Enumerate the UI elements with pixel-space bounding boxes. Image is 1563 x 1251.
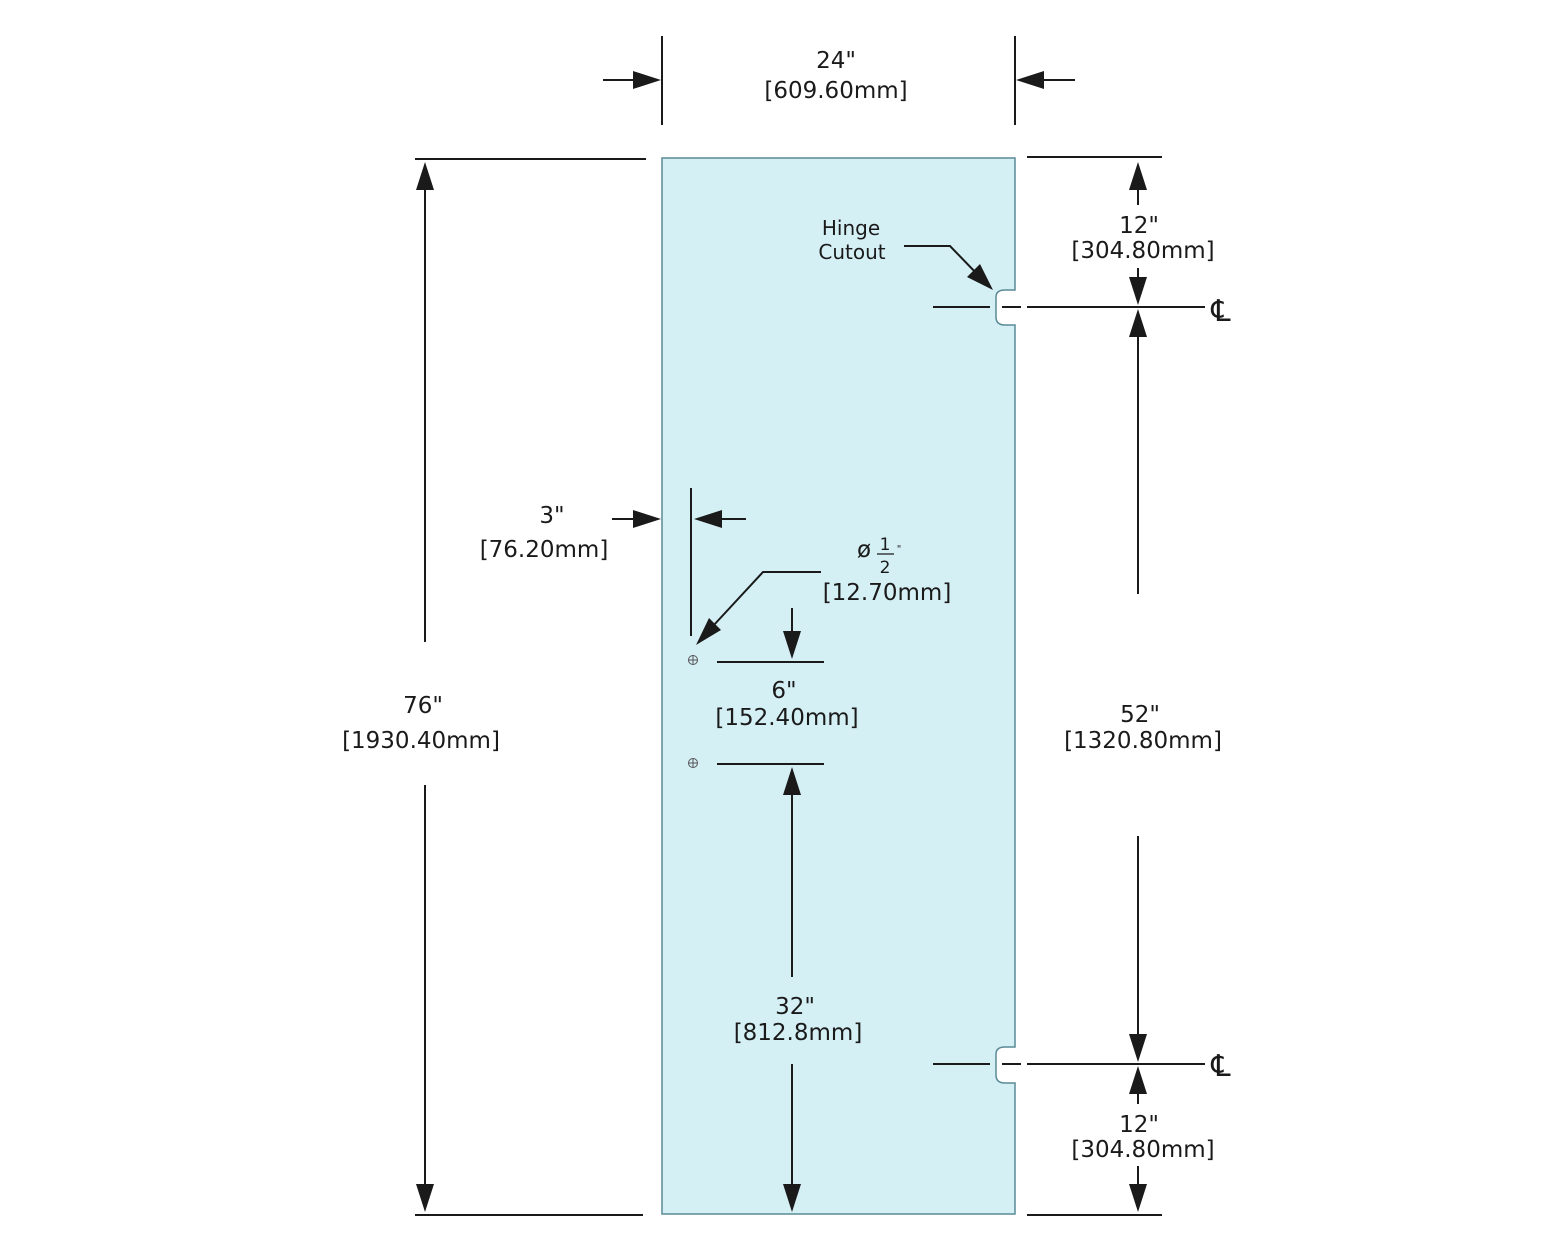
centerline-symbol-top: ℄ (1210, 294, 1230, 329)
hinge-cutout-callout: Hinge Cutout (818, 216, 993, 290)
diameter-numerator: 1 (880, 535, 891, 555)
width-mm: [609.60mm] (764, 78, 907, 104)
hole-upper (688, 655, 698, 665)
top-hinge-inches: 12" (1119, 213, 1159, 239)
bottom-hinge-dimension: 12" [304.80mm] (1071, 1066, 1215, 1212)
diameter-mm: [12.70mm] (823, 580, 952, 606)
diameter-symbol: ø (857, 537, 871, 563)
diameter-denominator: 2 (880, 558, 891, 578)
bottom-hole-mm: [812.8mm] (734, 1020, 863, 1046)
hinge-spacing-dimension: 52" [1320.80mm] (1064, 309, 1222, 1062)
top-hinge-dimension: 12" [304.80mm] (1071, 162, 1215, 305)
top-hinge-mm: [304.80mm] (1071, 238, 1214, 264)
hole-spacing-inches: 6" (771, 678, 796, 704)
height-mm: [1930.40mm] (342, 728, 500, 754)
centerline-symbol-bottom: ℄ (1210, 1049, 1230, 1084)
glass-panel (661, 157, 1016, 1215)
hole-spacing-dimension: 6" [152.40mm] (715, 608, 859, 765)
hole-spacing-mm: [152.40mm] (715, 705, 858, 731)
diameter-unit: " (897, 544, 902, 555)
hinge-label-line1: Hinge (822, 216, 880, 240)
width-dimension: 24" [609.60mm] (603, 36, 1075, 125)
hole-offset-mm: [76.20mm] (480, 537, 609, 563)
bottom-hinge-mm: [304.80mm] (1071, 1137, 1214, 1163)
hole-lower (688, 758, 698, 768)
height-inches: 76" (403, 693, 443, 719)
bottom-hole-inches: 32" (775, 994, 815, 1020)
width-inches: 24" (816, 48, 856, 74)
hinge-spacing-mm: [1320.80mm] (1064, 728, 1222, 754)
bottom-to-hole-dimension: 32" [812.8mm] (734, 767, 863, 1212)
hole-diameter-callout: ø 1 2 " [12.70mm] (696, 535, 951, 645)
hole-offset-inches: 3" (539, 503, 564, 529)
bottom-hinge-centerline: ℄ (933, 1049, 1231, 1084)
hinge-label-line2: Cutout (818, 240, 885, 264)
height-dimension: 76" [1930.40mm] (342, 158, 646, 1216)
bottom-hinge-inches: 12" (1119, 1112, 1159, 1138)
top-hinge-centerline: ℄ (933, 294, 1231, 329)
hinge-spacing-inches: 52" (1120, 702, 1160, 728)
hole-edge-offset-dimension: 3" [76.20mm] (480, 488, 746, 636)
